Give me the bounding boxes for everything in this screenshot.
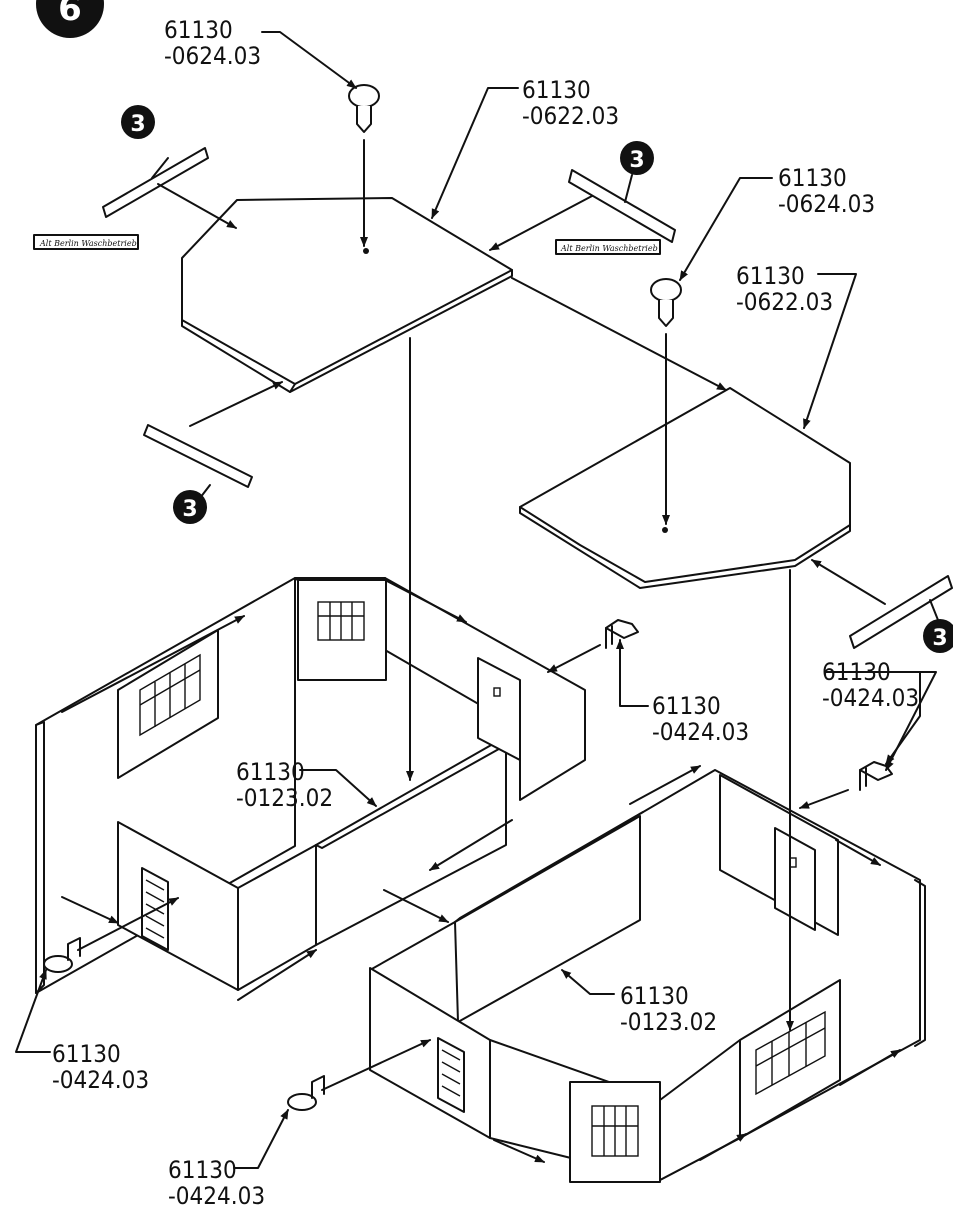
callout-knob-right: 61130 -0624.03 (778, 164, 875, 218)
callout-lamp-mid: 61130 -0424.03 (652, 692, 749, 746)
svg-text:-0123.02: -0123.02 (620, 1008, 717, 1036)
svg-text:3: 3 (130, 112, 145, 137)
roof-plate-right (519, 387, 851, 589)
lamp-mid (605, 619, 639, 649)
lamp-bottom (287, 1075, 325, 1111)
sign-strip-top-right (568, 169, 676, 243)
callout-leaders (15, 31, 937, 1169)
callout-knob-top: 61130 -0624.03 (164, 16, 261, 70)
svg-text:61130: 61130 (778, 164, 847, 192)
sign-label-left: Alt Berlin Waschbetrieb (33, 234, 139, 250)
svg-text:-0424.03: -0424.03 (168, 1182, 265, 1210)
sign-strip-mid-left (143, 424, 253, 499)
svg-text:3: 3 (932, 626, 947, 651)
svg-text:61130: 61130 (652, 692, 721, 720)
callout-wall-right: 61130 -0123.02 (620, 982, 717, 1036)
svg-text:61130: 61130 (620, 982, 689, 1010)
building-right (369, 769, 926, 1183)
svg-text:-0622.03: -0622.03 (736, 288, 833, 316)
svg-text:-0424.03: -0424.03 (52, 1066, 149, 1094)
lamp-left (43, 937, 81, 973)
svg-text:61130: 61130 (52, 1040, 121, 1068)
knob-right (650, 278, 682, 327)
svg-text:-0424.03: -0424.03 (822, 684, 919, 712)
sign-label-right: Alt Berlin Waschbetrieb (555, 239, 661, 255)
callout-plate-top: 61130 -0622.03 (522, 76, 619, 130)
svg-text:61130: 61130 (236, 758, 305, 786)
step-badge: 6 (36, 0, 104, 38)
svg-text:61130: 61130 (168, 1156, 237, 1184)
svg-text:-0622.03: -0622.03 (522, 102, 619, 130)
svg-text:61130: 61130 (822, 658, 891, 686)
svg-text:-0624.03: -0624.03 (778, 190, 875, 218)
svg-text:Alt Berlin Waschbetrieb: Alt Berlin Waschbetrieb (39, 239, 137, 248)
step-number: 6 (58, 0, 82, 29)
sign-badge: 3 (620, 141, 654, 175)
roof-plate-left (181, 197, 513, 393)
svg-text:61130: 61130 (164, 16, 233, 44)
svg-text:-0624.03: -0624.03 (164, 42, 261, 70)
svg-text:3: 3 (182, 497, 197, 522)
svg-text:-0424.03: -0424.03 (652, 718, 749, 746)
svg-text:Alt Berlin Waschbetrieb: Alt Berlin Waschbetrieb (560, 244, 658, 253)
sign-strip-top-left (102, 147, 209, 218)
assembly-arrows (61, 139, 901, 1163)
callout-lamp-right: 61130 -0424.03 (822, 658, 919, 712)
callout-plate-right: 61130 -0622.03 (736, 262, 833, 316)
callout-lamp-bottom: 61130 -0424.03 (168, 1156, 265, 1210)
svg-text:-0123.02: -0123.02 (236, 784, 333, 812)
knob-top (348, 84, 380, 133)
sign-badge: 3 (173, 490, 207, 524)
sign-badge: 3 (121, 105, 155, 139)
svg-text:61130: 61130 (736, 262, 805, 290)
svg-text:3: 3 (629, 148, 644, 173)
sign-strip-right (849, 575, 953, 649)
callout-wall-left: 61130 -0123.02 (236, 758, 333, 812)
svg-text:61130: 61130 (522, 76, 591, 104)
callout-lamp-left: 61130 -0424.03 (52, 1040, 149, 1094)
sign-badge: 3 (923, 619, 953, 653)
